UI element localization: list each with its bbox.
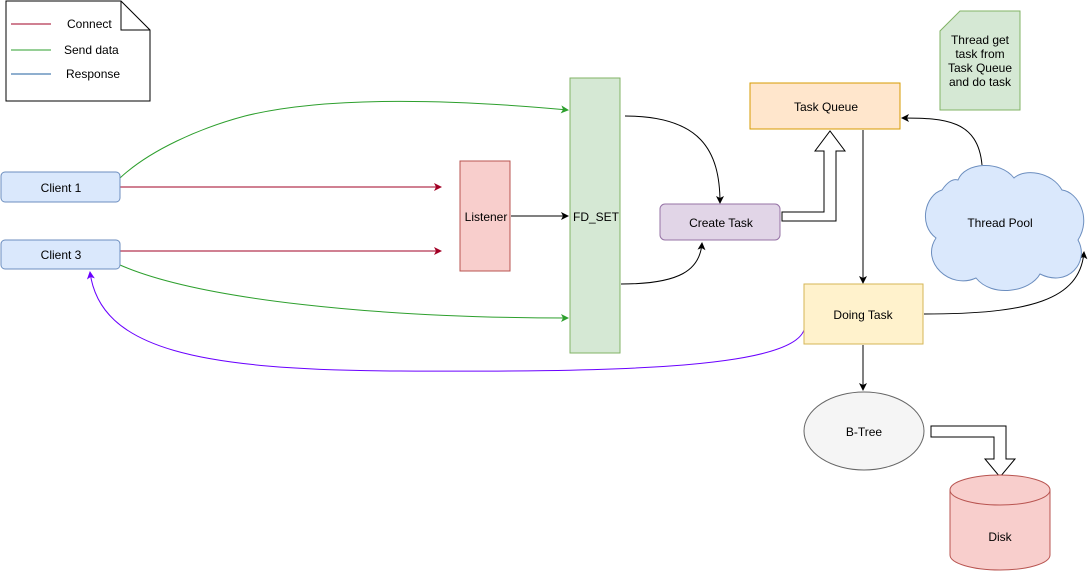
listener-label: Listener (465, 210, 508, 224)
disk-label: Disk (988, 530, 1012, 544)
note-line-1: Thread get (951, 33, 1010, 47)
thread-pool-label: Thread Pool (967, 216, 1032, 230)
edge-fdset-createtask-top (624, 115, 724, 204)
client-3-label: Client 3 (41, 248, 82, 262)
note-line-2: task from (955, 47, 1004, 61)
edge-fdset-createtask-bottom (620, 242, 706, 285)
thread-pool-cloud[interactable]: Thread Pool (924, 165, 1085, 291)
legend-connect-label: Connect (67, 17, 112, 31)
create-task-node[interactable]: Create Task (659, 203, 781, 241)
legend-response-label: Response (66, 67, 120, 81)
doing-task-label: Doing Task (833, 308, 893, 322)
client-3-node[interactable]: Client 3 (0, 239, 121, 270)
task-queue-label: Task Queue (794, 100, 858, 114)
client-1-label: Client 1 (41, 181, 82, 195)
edge-doingtask-threadpool (923, 251, 1088, 315)
disk-node[interactable]: Disk (949, 474, 1051, 571)
btree-label: B-Tree (846, 425, 883, 439)
fd-set-node[interactable]: FD_SET (569, 77, 621, 354)
client-1-node[interactable]: Client 1 (0, 171, 121, 203)
btree-node[interactable]: B-Tree (803, 391, 925, 471)
note-line-3: Task Queue (948, 61, 1012, 75)
create-task-label: Create Task (689, 216, 754, 230)
edge-threadpool-taskqueue (901, 114, 983, 166)
listener-node[interactable]: Listener (459, 160, 511, 272)
legend: Connect Send data Response (5, 0, 151, 102)
edge-createtask-taskqueue (781, 130, 846, 222)
thread-note: Thread get task from Task Queue and do t… (939, 10, 1021, 111)
connectors (86, 100, 1088, 478)
edge-client3-fdset-send (119, 264, 569, 322)
fd-set-label: FD_SET (573, 210, 620, 224)
edge-btree-disk (930, 425, 1017, 478)
edge-client1-fdset-send (119, 100, 569, 179)
edge-doingtask-client3-response (86, 271, 805, 372)
note-line-4: and do task (949, 75, 1012, 89)
doing-task-node[interactable]: Doing Task (803, 283, 924, 345)
task-queue-node[interactable]: Task Queue (749, 82, 901, 130)
legend-send-data-label: Send data (64, 43, 119, 57)
